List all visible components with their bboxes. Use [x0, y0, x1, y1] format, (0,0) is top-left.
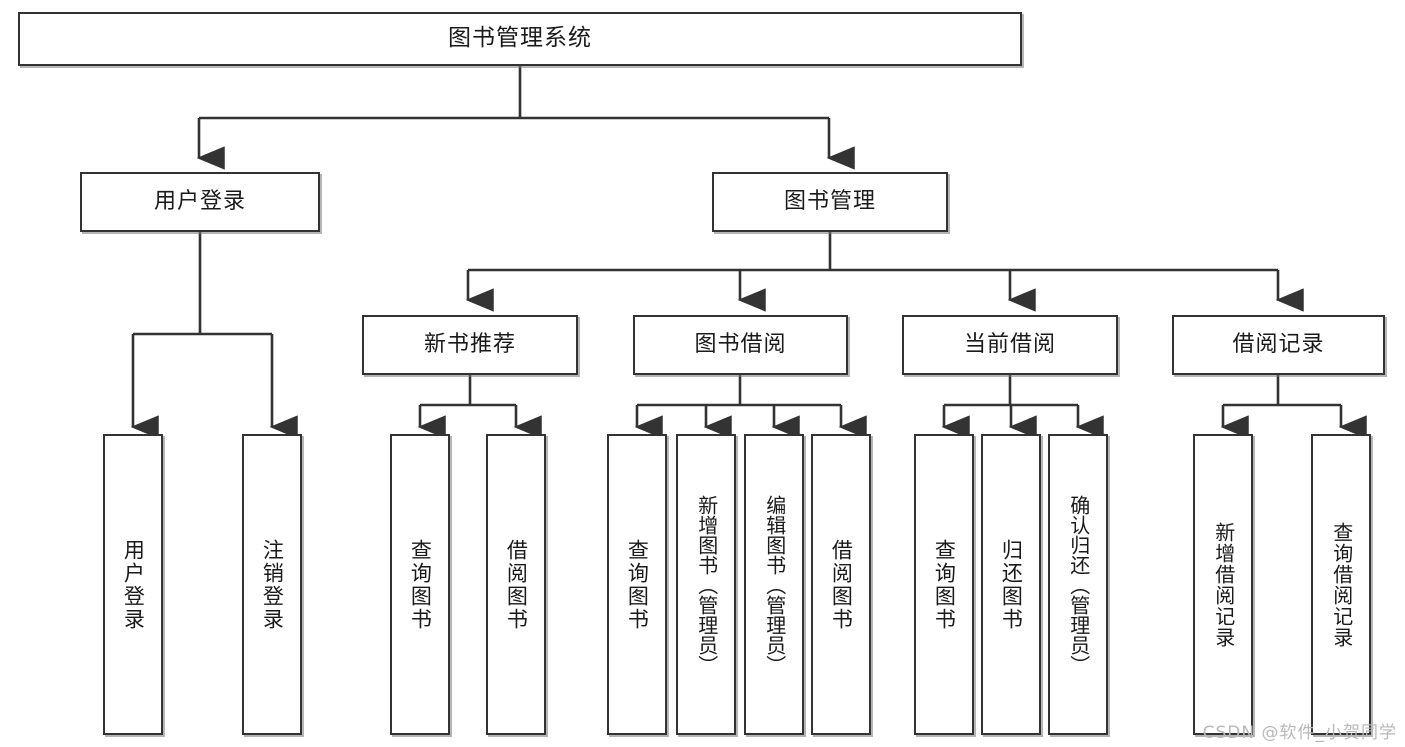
csdn-watermark: CSDN @软件_小贺同学	[1202, 723, 1397, 743]
leaf-current-return-book[interactable]: 归还图书	[981, 434, 1041, 735]
leaf-borrow-add-book-admin[interactable]: 新增图书（管理员）	[676, 434, 736, 735]
node-root-system[interactable]: 图书管理系统	[18, 12, 1022, 66]
node-label: 借阅图书	[504, 538, 529, 631]
node-label: 查询图书	[625, 538, 650, 631]
node-label: 借阅图书	[829, 538, 854, 631]
node-label: 图书借阅	[694, 331, 787, 357]
node-label: 当前借阅	[963, 331, 1056, 357]
leaf-recommend-query-book[interactable]: 查询图书	[390, 434, 450, 735]
leaf-borrow-query-book[interactable]: 查询图书	[607, 434, 667, 735]
node-label: 编辑图书（管理员）	[762, 494, 787, 675]
node-label: 注销登录	[260, 538, 285, 631]
node-label: 图书管理	[783, 188, 876, 214]
node-label: 查询借阅记录	[1329, 521, 1354, 648]
node-label: 新增借阅记录	[1211, 521, 1236, 648]
leaf-record-query-borrow-record[interactable]: 查询借阅记录	[1311, 434, 1371, 735]
node-label: 归还图书	[999, 538, 1024, 631]
leaf-user-logout[interactable]: 注销登录	[242, 434, 302, 735]
leaf-borrow-borrow-book[interactable]: 借阅图书	[811, 434, 871, 735]
node-label: 确认归还（管理员）	[1066, 494, 1091, 675]
node-label: 用户登录	[121, 538, 146, 631]
node-current-borrow[interactable]: 当前借阅	[902, 315, 1118, 375]
node-book-borrow[interactable]: 图书借阅	[633, 315, 848, 375]
leaf-user-login[interactable]: 用户登录	[103, 434, 163, 735]
node-user-login[interactable]: 用户登录	[80, 172, 320, 232]
leaf-current-confirm-return-admin[interactable]: 确认归还（管理员）	[1048, 434, 1108, 735]
leaf-recommend-borrow-book[interactable]: 借阅图书	[486, 434, 546, 735]
node-label: 查询图书	[408, 538, 433, 631]
node-label: 借阅记录	[1232, 331, 1325, 357]
node-label: 图书管理系统	[448, 25, 592, 52]
node-new-book-recommend[interactable]: 新书推荐	[362, 315, 578, 375]
node-label: 新增图书（管理员）	[694, 494, 719, 675]
node-label: 新书推荐	[423, 331, 516, 357]
node-label: 用户登录	[153, 188, 246, 214]
leaf-borrow-edit-book-admin[interactable]: 编辑图书（管理员）	[744, 434, 804, 735]
node-borrow-record[interactable]: 借阅记录	[1172, 315, 1385, 375]
node-label: 查询图书	[932, 538, 957, 631]
leaf-current-query-book[interactable]: 查询图书	[914, 434, 974, 735]
leaf-record-add-borrow-record[interactable]: 新增借阅记录	[1193, 434, 1253, 735]
node-book-management[interactable]: 图书管理	[712, 172, 948, 232]
